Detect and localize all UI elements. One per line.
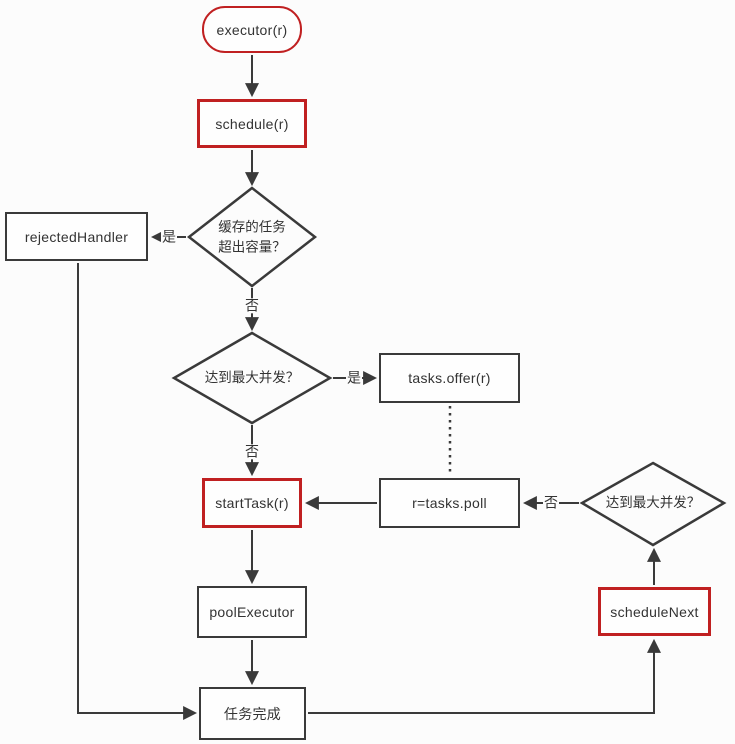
decision-cache-capacity-label: 缓存的任务 超出容量？ <box>218 217 286 256</box>
node-start-task: startTask(r) <box>202 478 302 528</box>
node-schedule-label: schedule(r) <box>215 115 289 132</box>
decision-max-concurrency-label: 达到最大并发？ <box>204 370 300 386</box>
edge-label-poll-no: 否 <box>543 494 559 511</box>
node-tasks-offer: tasks.offer(r) <box>379 353 520 403</box>
decision-cache-capacity-line1: 缓存的任务 <box>218 219 286 235</box>
node-schedule: schedule(r) <box>197 99 307 148</box>
node-executor: executor(r) <box>202 6 302 53</box>
decision-max-concurrency-shape <box>171 331 333 425</box>
decision-cache-capacity-line2: 超出容量？ <box>218 239 286 254</box>
decision-max-concurrency-right-label: 达到最大并发？ <box>605 495 701 511</box>
node-tasks-offer-label: tasks.offer(r) <box>408 370 491 386</box>
node-task-done: 任务完成 <box>199 687 306 740</box>
edge-rejected-to-taskdone <box>77 263 198 720</box>
decision-cache-capacity-shape <box>186 186 318 288</box>
node-task-done-label: 任务完成 <box>223 705 282 722</box>
node-start-task-label: startTask(r) <box>215 495 289 511</box>
node-pool-executor-label: poolExecutor <box>209 604 295 620</box>
edge-label-cache-yes: 是 <box>161 228 177 245</box>
node-schedule-next-label: scheduleNext <box>610 603 699 620</box>
node-pool-executor: poolExecutor <box>197 586 307 638</box>
node-executor-label: executor(r) <box>216 21 288 38</box>
edge-label-concurrency-yes: 是 <box>346 369 362 386</box>
edge-label-concurrency-no: 否 <box>244 443 260 460</box>
node-tasks-poll: r=tasks.poll <box>379 478 520 528</box>
edge-taskdone-to-schedulenext <box>308 638 661 714</box>
node-rejected-handler: rejectedHandler <box>5 212 148 261</box>
node-schedule-next: scheduleNext <box>598 587 711 636</box>
decision-max-concurrency-right-shape <box>579 461 727 547</box>
node-tasks-poll-label: r=tasks.poll <box>412 495 487 511</box>
edge-label-cache-no: 否 <box>244 297 260 314</box>
node-rejected-handler-label: rejectedHandler <box>24 228 129 245</box>
